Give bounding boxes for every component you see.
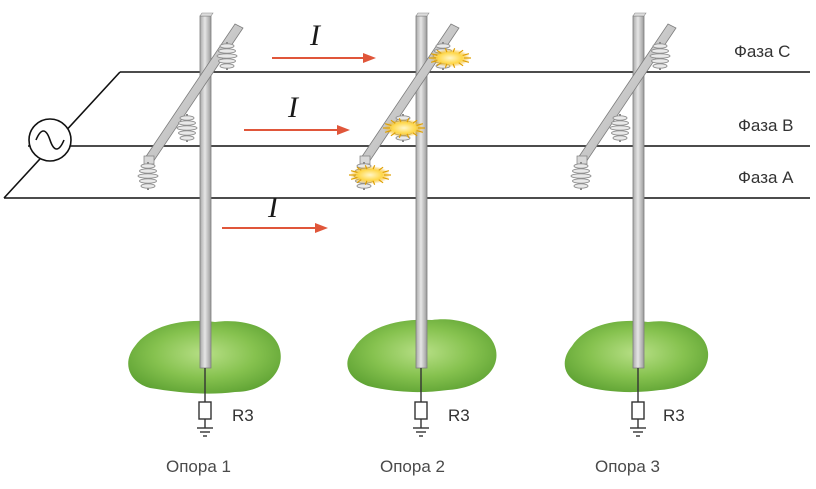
- ground-patches: [128, 319, 709, 394]
- support-3: [570, 12, 677, 437]
- resistor-label-2: R3: [448, 406, 470, 425]
- insulator-icon: [216, 42, 238, 70]
- phase-label-b: Фаза В: [738, 116, 794, 135]
- insulator-icon: [570, 162, 592, 190]
- ground-icon: [197, 427, 213, 437]
- current-label-b: I: [287, 91, 300, 124]
- arc-flash-icon: [429, 48, 471, 68]
- phase-labels: Фаза С Фаза В Фаза А: [734, 42, 794, 187]
- support-label-2: Опора 2: [380, 457, 445, 476]
- insulator-icon: [137, 162, 159, 190]
- supports: [137, 12, 677, 437]
- ground-icon: [630, 427, 646, 437]
- phase-label-a: Фаза А: [738, 168, 794, 187]
- phase-label-c: Фаза С: [734, 42, 790, 61]
- resistor-icon: [198, 401, 212, 420]
- resistor-label-3: R3: [663, 406, 685, 425]
- ground-icon: [413, 427, 429, 437]
- current-label-c: I: [309, 19, 322, 52]
- ac-source-icon: [28, 118, 72, 162]
- support-label-3: Опора 3: [595, 457, 660, 476]
- arc-flash-icon: [349, 165, 391, 185]
- support-label-1: Опора 1: [166, 457, 231, 476]
- current-arrows: I I I: [222, 19, 376, 233]
- support-labels: Опора 1 Опора 2 Опора 3 R3 R3 R3: [166, 406, 685, 476]
- current-arrow-phase-c: I: [272, 19, 376, 63]
- insulator-icon: [609, 114, 631, 142]
- support-1: [137, 12, 244, 437]
- arc-flash-icon: [383, 118, 425, 138]
- insulator-icon: [649, 42, 671, 70]
- current-label-a: I: [267, 191, 280, 224]
- current-arrow-phase-a: I: [222, 191, 328, 233]
- insulator-icon: [176, 114, 198, 142]
- support-2: [349, 12, 471, 437]
- resistor-label-1: R3: [232, 406, 254, 425]
- current-arrow-phase-b: I: [244, 91, 350, 135]
- resistor-icon: [631, 401, 645, 420]
- resistor-icon: [414, 401, 428, 420]
